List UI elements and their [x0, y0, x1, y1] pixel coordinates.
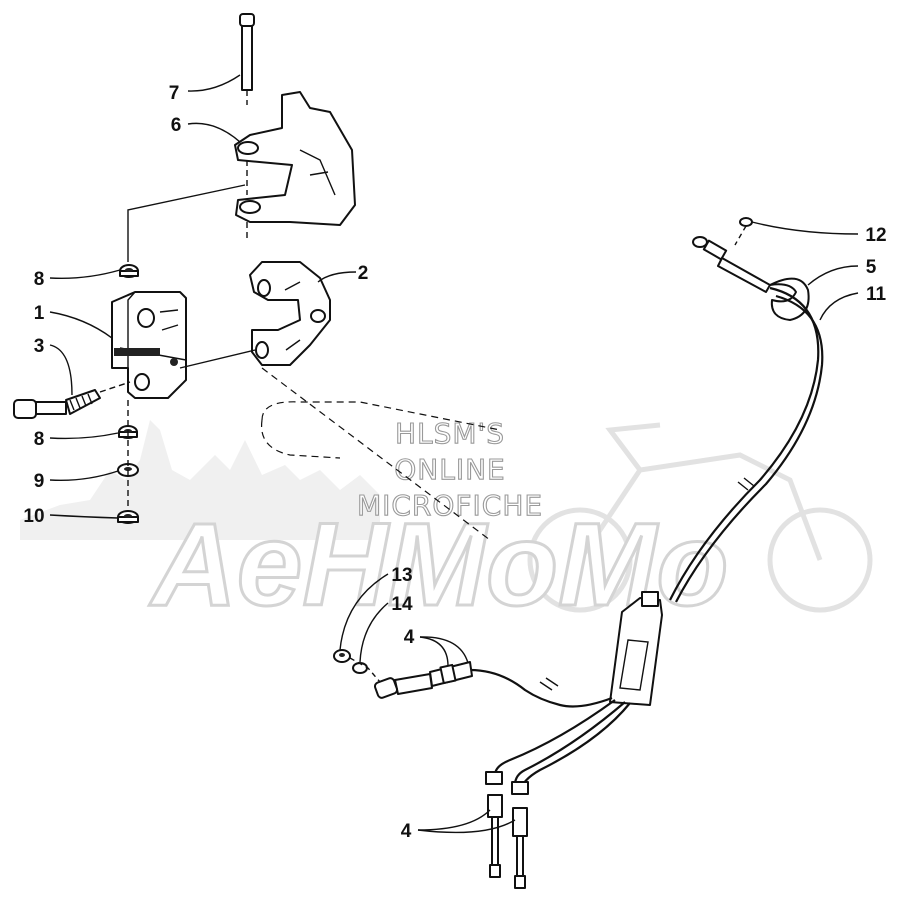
cable-end-fitting [692, 236, 771, 293]
part-4-adjuster-lower-right [511, 781, 529, 889]
cable-junction-box [609, 591, 663, 706]
watermark-line-2: ONLINE [394, 453, 505, 486]
part-6-bracket [234, 91, 356, 240]
callout-5: 5 [866, 257, 877, 278]
part-12-washer [734, 217, 753, 246]
watermark-skyline [20, 420, 380, 540]
part-4-adjuster-upper [373, 661, 473, 699]
part-4-adjuster-lower-left [485, 771, 503, 878]
callout-7: 7 [169, 83, 180, 104]
callout-8-lower: 8 [34, 429, 45, 450]
callouts: 7 6 8 1 3 8 9 10 2 12 5 11 13 14 4 4 [23, 83, 886, 842]
callout-leaders [49, 74, 859, 834]
callout-12: 12 [865, 225, 886, 246]
split-cables [469, 668, 631, 793]
part-5-cable-clamp [769, 277, 810, 321]
callout-4-lower: 4 [401, 821, 412, 842]
part-2-clamp [249, 261, 331, 366]
callout-1: 1 [34, 303, 45, 324]
callout-14: 14 [391, 594, 413, 615]
part-10-nut [117, 510, 139, 524]
callout-2: 2 [358, 263, 369, 284]
watermark-motorcycle [527, 422, 873, 613]
callout-8-upper: 8 [34, 269, 45, 290]
watermark-line-3: MICROFICHE [357, 489, 543, 522]
part-13-washer [333, 649, 351, 663]
part-14-clip [352, 662, 368, 674]
assembly-lead-line [349, 657, 381, 683]
part-8-washer-upper [119, 264, 139, 278]
part-1-block [111, 291, 187, 399]
part-3-cap-screw [13, 381, 131, 419]
assembly-lead-line [179, 349, 256, 369]
callout-13: 13 [391, 565, 412, 586]
callout-9: 9 [34, 471, 45, 492]
watermark-line-1: HLSM'S [395, 417, 505, 450]
handlebar-phantom [260, 367, 501, 541]
assembly-lead-line [127, 184, 246, 262]
callout-4-upper: 4 [404, 627, 415, 648]
callout-3: 3 [34, 336, 45, 357]
part-11-cable [669, 286, 824, 603]
part-7-bolt [239, 13, 255, 105]
watermark: AeHMoMo HLSM'S ONLINE MICROFICHE [20, 416, 873, 633]
callout-10: 10 [23, 506, 44, 527]
callout-11: 11 [866, 284, 887, 305]
callout-6: 6 [171, 115, 182, 136]
